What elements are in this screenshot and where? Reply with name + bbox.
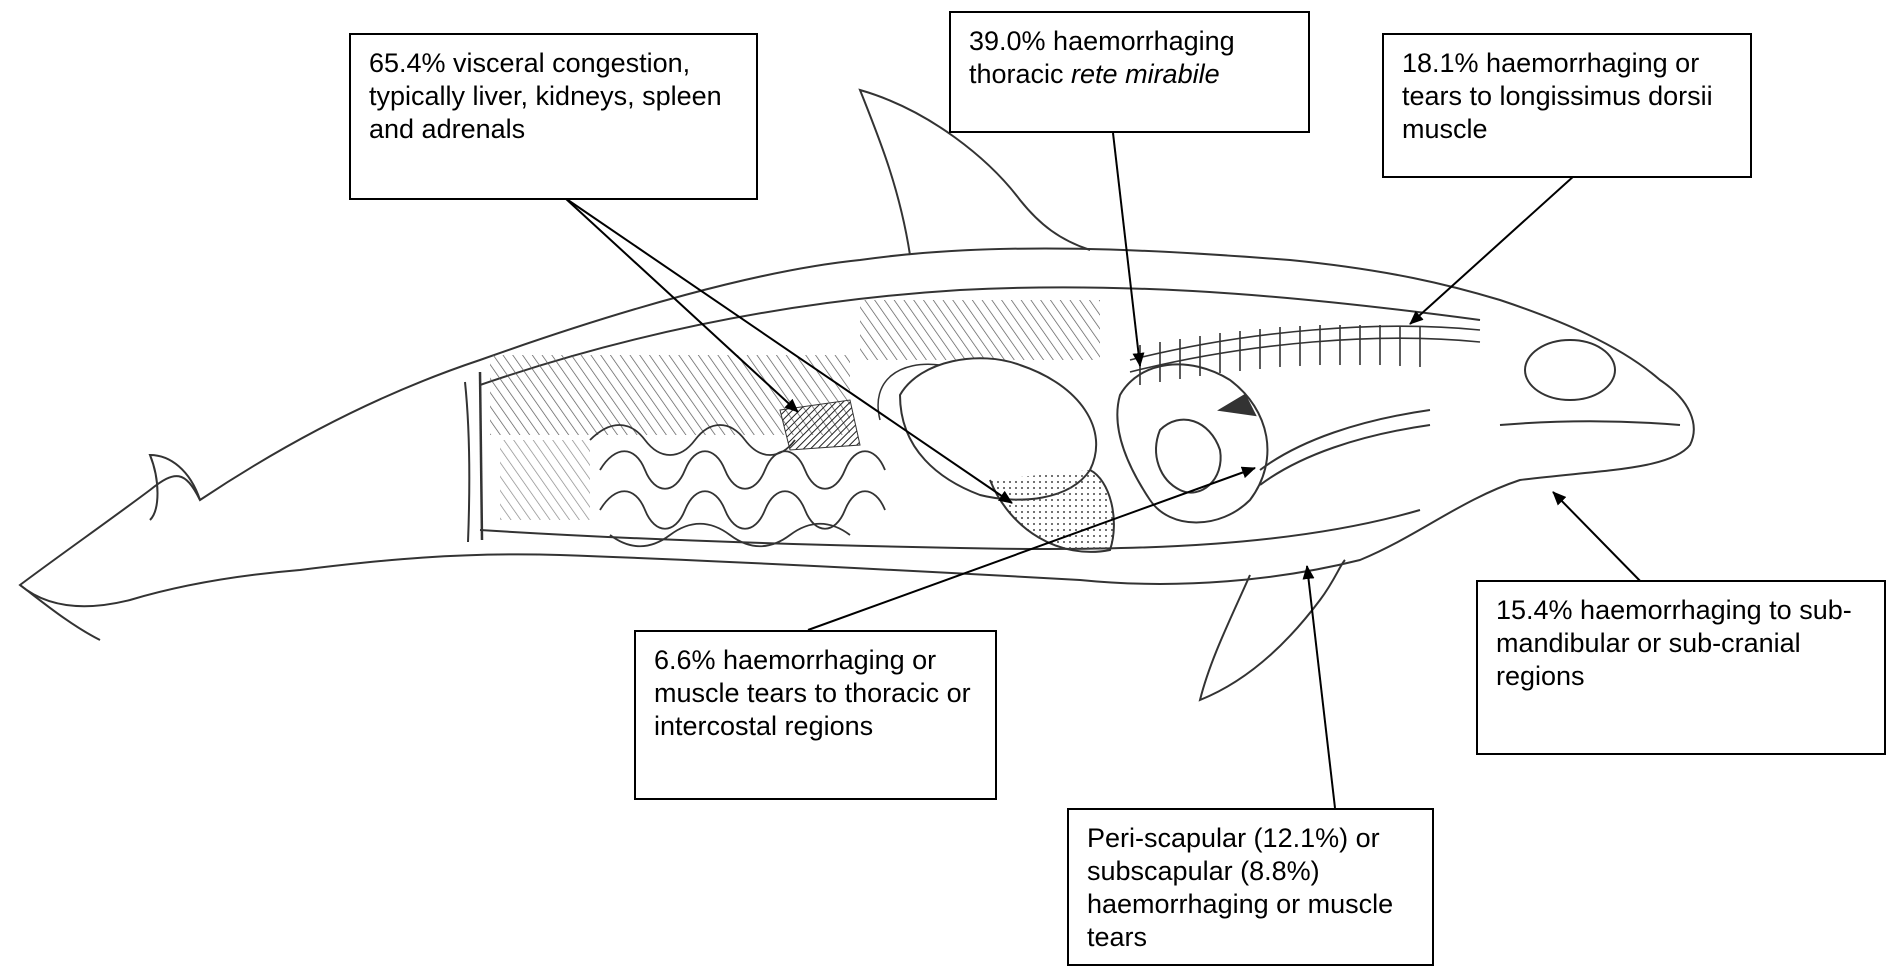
arrow-scapular	[1307, 566, 1335, 808]
longissimus-dorsii-text: 18.1% haemorrhaging or tears to longissi…	[1402, 48, 1713, 144]
arrow-longissimus	[1410, 175, 1575, 324]
heart-and-lungs	[1117, 364, 1430, 522]
callout-thoracic-intercostal: 6.6% haemorrhaging or muscle tears to th…	[634, 630, 997, 800]
callout-visceral-congestion: 65.4% visceral congestion, typically liv…	[349, 33, 758, 200]
visceral-congestion-text: 65.4% visceral congestion, typically liv…	[369, 48, 722, 144]
scapular-text: Peri-scapular (12.1%) or subscapular (8.…	[1087, 823, 1393, 952]
callout-scapular: Peri-scapular (12.1%) or subscapular (8.…	[1067, 808, 1434, 966]
thoracic-intercostal-text: 6.6% haemorrhaging or muscle tears to th…	[654, 645, 971, 741]
rete-mirabile-italic: rete mirabile	[1071, 59, 1220, 89]
callout-longissimus-dorsii: 18.1% haemorrhaging or tears to longissi…	[1382, 33, 1752, 178]
vertebral-column	[1130, 325, 1480, 385]
dolphin-body	[20, 90, 1694, 700]
arrow-mandibular	[1553, 492, 1647, 588]
callout-sub-mandibular: 15.4% haemorrhaging to sub-mandibular or…	[1476, 580, 1886, 755]
callout-rete-mirabile: 39.0% haemorrhaging thoracic rete mirabi…	[949, 11, 1310, 133]
sub-mandibular-text: 15.4% haemorrhaging to sub-mandibular or…	[1496, 595, 1852, 691]
